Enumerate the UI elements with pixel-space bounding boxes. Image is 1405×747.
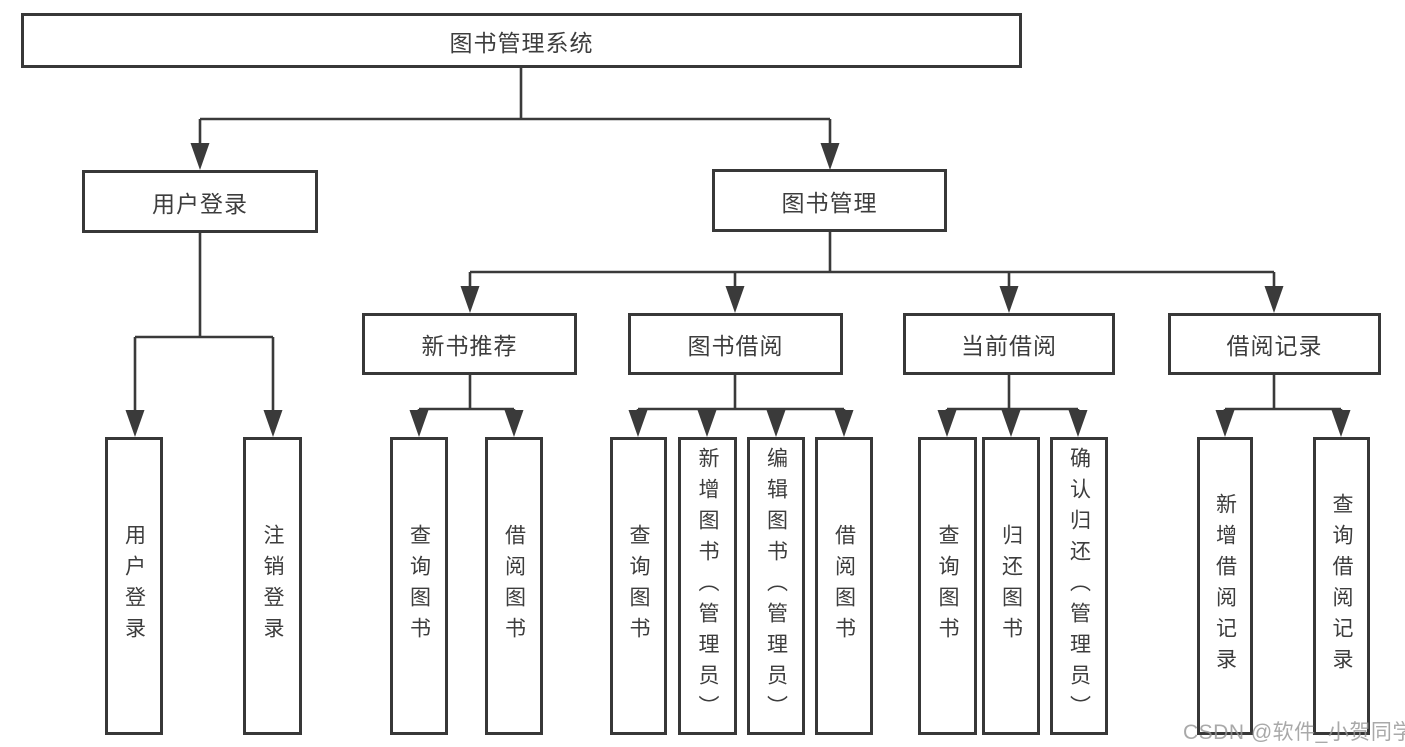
leaf-confirm-return-admin: 确认归还（管理员） bbox=[1050, 437, 1108, 735]
leaf-edit-books-admin: 编辑图书（管理员） bbox=[747, 437, 805, 735]
leaf-borrow-books-borrowing: 借阅图书 bbox=[815, 437, 873, 735]
leaf-query-books-borrowing: 查询图书 bbox=[610, 437, 667, 735]
leaf-add-borrow-record: 新增借阅记录 bbox=[1197, 437, 1253, 735]
node-new-book-recommend: 新书推荐 bbox=[362, 313, 577, 375]
leaf-query-books-recommend: 查询图书 bbox=[390, 437, 448, 735]
leaf-query-books-current: 查询图书 bbox=[918, 437, 977, 735]
node-borrowing-records: 借阅记录 bbox=[1168, 313, 1381, 375]
leaf-borrow-books-recommend: 借阅图书 bbox=[485, 437, 543, 735]
leaf-add-books-admin: 新增图书（管理员） bbox=[678, 437, 737, 735]
csdn-watermark: CSDN @软件_小贺同学 bbox=[1183, 721, 1405, 744]
node-current-borrowing: 当前借阅 bbox=[903, 313, 1115, 375]
node-library-system: 图书管理系统 bbox=[21, 13, 1022, 68]
leaf-return-books: 归还图书 bbox=[982, 437, 1040, 735]
arrowheads bbox=[125, 143, 1351, 437]
connector-paths bbox=[133, 68, 1343, 413]
node-user-login: 用户登录 bbox=[82, 170, 318, 233]
leaf-user-login: 用户登录 bbox=[105, 437, 163, 735]
leaf-query-borrow-record: 查询借阅记录 bbox=[1313, 437, 1370, 735]
node-book-borrowing: 图书借阅 bbox=[628, 313, 843, 375]
leaf-logout-login: 注销登录 bbox=[243, 437, 302, 735]
node-book-management: 图书管理 bbox=[712, 169, 947, 232]
